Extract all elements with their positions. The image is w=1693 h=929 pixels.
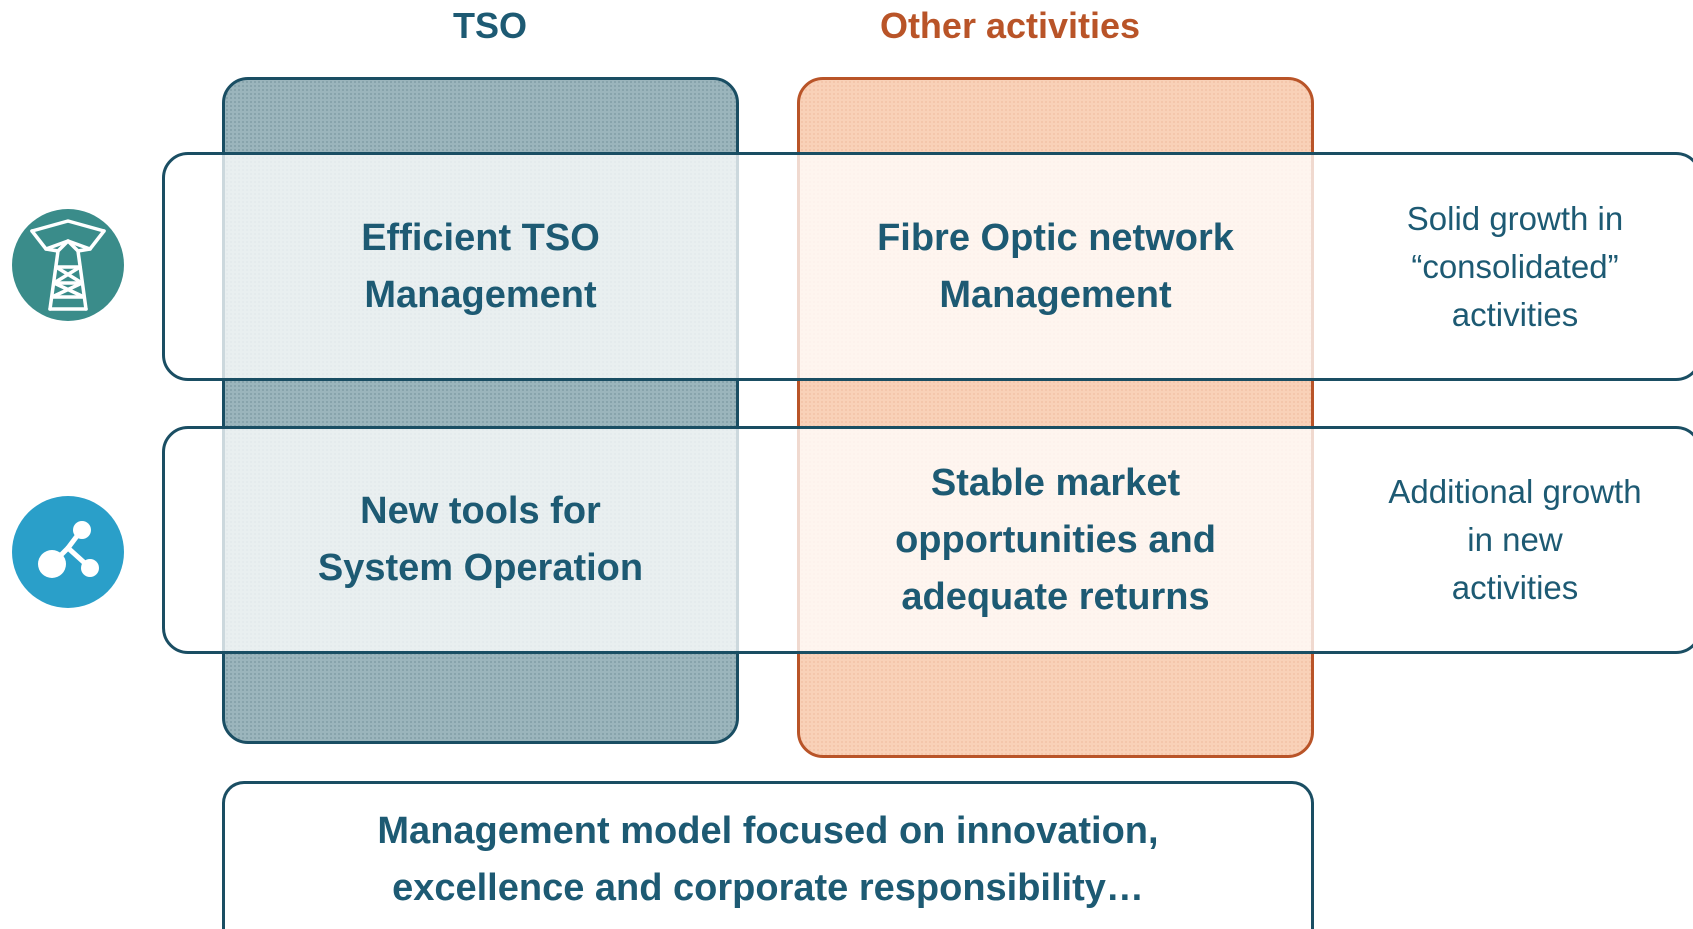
- side-note-additional-growth: Additional growth in new activities: [1388, 473, 1642, 606]
- other-cell-stable-market: Stable market opportunities and adequate…: [895, 461, 1216, 618]
- tso-column-header: TSO: [452, 5, 527, 46]
- tso-cell-new-tools: New tools for System Operation: [317, 490, 644, 589]
- molecule-network-icon: [12, 496, 124, 608]
- power-tower-icon: [12, 209, 124, 321]
- row-consolidated-activities: [162, 152, 1693, 381]
- row-new-activities: [162, 426, 1693, 654]
- management-model-box: [222, 781, 1314, 929]
- side-note-solid-growth: Solid growth in “consolidated” activitie…: [1406, 199, 1624, 333]
- other-activities-column-header: Other activities: [879, 5, 1141, 46]
- management-model-text: Management model focused on innovation, …: [377, 810, 1159, 909]
- tso-cell-efficient-management: Efficient TSO Management: [361, 216, 600, 316]
- other-cell-fibre-optic: Fibre Optic network Management: [877, 216, 1234, 316]
